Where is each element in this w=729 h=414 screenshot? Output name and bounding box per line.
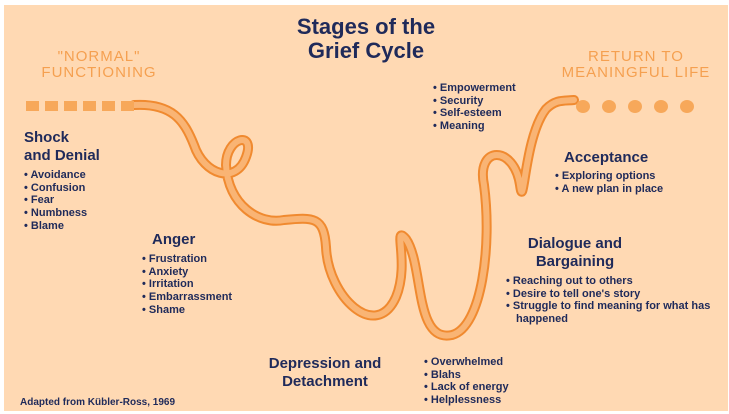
grief-cycle-ribbon — [129, 95, 579, 341]
list-item: Empowerment — [433, 82, 516, 95]
stage-shock-heading: Shock and Denial — [24, 129, 100, 165]
start-marker — [102, 101, 115, 111]
return-list: Empowerment Security Self-esteem Meaning — [433, 82, 516, 133]
end-marker — [654, 100, 668, 113]
stage-anger: Anger Frustration Anxiety Irritation Emb… — [142, 231, 233, 317]
stage-anger-line-1: Anger — [152, 231, 196, 248]
list-item: Numbness — [24, 207, 100, 220]
list-item: Security — [433, 95, 516, 108]
stage-anger-list: Frustration Anxiety Irritation Embarrass… — [142, 253, 233, 317]
title-line-2: Grief Cycle — [307, 38, 425, 63]
title-line-1: Stages of the — [296, 14, 436, 39]
stage-shock-list: Avoidance Confusion Fear Numbness Blame — [24, 169, 100, 233]
end-marker — [680, 100, 694, 113]
list-item: Shame — [142, 304, 232, 317]
list-item: Irritation — [142, 278, 232, 291]
end-label: RETURN TO MEANINGFUL LIFE — [544, 49, 728, 81]
list-item: Desire to tell one's story — [506, 288, 720, 301]
end-marker — [628, 100, 642, 113]
start-label-line-1: "NORMAL" — [57, 48, 141, 65]
stage-anger-heading: Anger — [142, 231, 232, 249]
list-item: Reaching out to others — [506, 275, 720, 288]
diagram-canvas: Stages of the Grief Cycle "NORMAL" FUNCT… — [4, 5, 728, 411]
stage-dialogue-line-1: Dialogue and — [527, 235, 623, 252]
stage-shock-line-2: and Denial — [24, 147, 100, 164]
list-item: Fear — [24, 194, 100, 207]
start-label-line-2: FUNCTIONING — [41, 64, 157, 81]
end-label-line-1: RETURN TO — [588, 48, 684, 65]
source-credit: Adapted from Kübler-Ross, 1969 — [20, 397, 176, 408]
list-item: Anxiety — [142, 266, 232, 279]
list-item: Overwhelmed — [424, 356, 509, 369]
list-item: Lack of energy — [424, 381, 509, 394]
start-marker — [26, 101, 39, 111]
diagram-title: Stages of the Grief Cycle — [4, 15, 728, 63]
stage-acceptance-list: Exploring options A new plan in place — [555, 170, 664, 196]
start-label: "NORMAL" FUNCTIONING — [24, 49, 174, 81]
list-item: A new plan in place — [555, 183, 664, 196]
stage-depression-line-1: Depression and — [268, 355, 382, 372]
list-item: Meaning — [433, 120, 516, 133]
stage-acceptance-heading: Acceptance — [564, 149, 648, 167]
stage-dialogue-line-2: Bargaining — [535, 253, 615, 270]
stage-depression-heading: Depression and Detachment — [240, 355, 410, 391]
stage-shock: Shock and Denial Avoidance Confusion Fea… — [24, 129, 100, 233]
start-marker — [45, 101, 58, 111]
stage-shock-line-1: Shock — [24, 129, 70, 146]
list-item: Struggle to find meaning for what has ha… — [506, 300, 720, 325]
list-item: Confusion — [24, 182, 100, 195]
list-item: Blahs — [424, 369, 509, 382]
stage-acceptance-line-1: Acceptance — [564, 149, 649, 166]
list-item: Helplessness — [424, 394, 509, 407]
end-marker — [576, 100, 590, 113]
end-marker — [602, 100, 616, 113]
stage-dialogue-heading: Dialogue and Bargaining — [500, 235, 650, 271]
list-item: Blame — [24, 220, 100, 233]
start-marker — [121, 101, 134, 111]
start-marker — [83, 101, 96, 111]
stage-depression-list: Overwhelmed Blahs Lack of energy Helples… — [424, 356, 509, 407]
start-marker — [64, 101, 77, 111]
end-label-line-2: MEANINGFUL LIFE — [561, 64, 711, 81]
stage-dialogue-list: Reaching out to others Desire to tell on… — [506, 275, 720, 326]
list-item: Frustration — [142, 253, 232, 266]
list-item: Exploring options — [555, 170, 663, 183]
list-item: Avoidance — [24, 169, 100, 182]
list-item: Self-esteem — [433, 107, 516, 120]
list-item: Embarrassment — [142, 291, 232, 304]
stage-depression-line-2: Detachment — [282, 373, 368, 390]
